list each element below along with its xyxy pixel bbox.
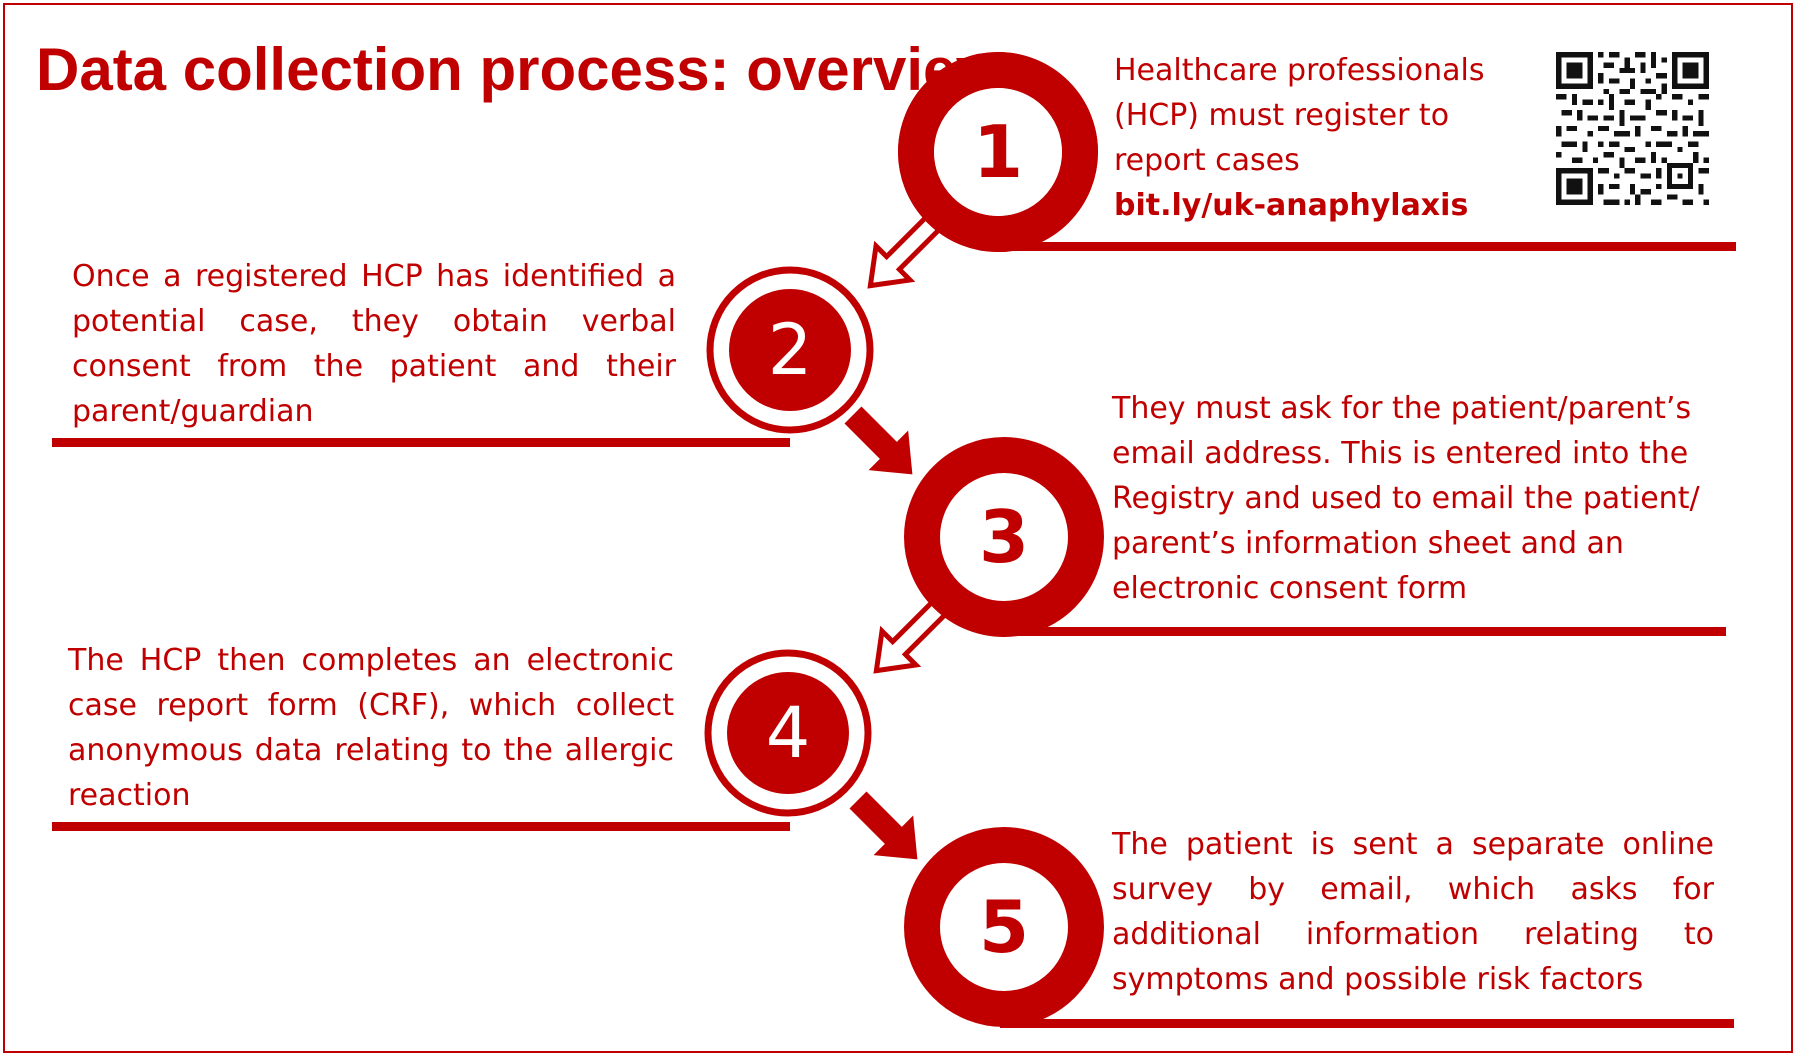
step-5-description: The patient is sent a separate online su… <box>1112 827 1714 997</box>
step-2-description: Once a registered HCP has identified a p… <box>72 259 676 429</box>
qr-code-icon <box>1556 52 1709 205</box>
step-2-circle <box>706 266 874 434</box>
page-title: Data collection process: overview <box>36 36 1004 103</box>
solid-arrow-4-to-5-icon <box>849 791 918 860</box>
solid-arrow-2-to-3-icon <box>844 406 913 475</box>
step-3-circle <box>904 437 1104 637</box>
step-2-rule <box>52 438 790 447</box>
step-3-description: They must ask for the patient/parent’s e… <box>1112 391 1700 606</box>
hollow-arrow-3-to-4-icon <box>873 597 950 674</box>
step-5-circle <box>904 827 1104 1027</box>
step-2-text: Once a registered HCP has identified a p… <box>72 254 676 434</box>
step-2-number: 2 <box>768 309 813 391</box>
step-1-number: 1 <box>973 110 1023 194</box>
step-5-rule <box>1000 1019 1734 1028</box>
step-1-rule <box>1000 242 1736 251</box>
registration-link[interactable]: bit.ly/uk-anaphylaxis <box>1114 188 1469 223</box>
step-5-number: 5 <box>979 885 1029 969</box>
step-4-text: The HCP then completes an electronic cas… <box>68 638 674 818</box>
step-1-text: Healthcare professionals (HCP) must regi… <box>1114 48 1514 228</box>
step-5-text: The patient is sent a separate online su… <box>1112 822 1714 1002</box>
step-4-description: The HCP then completes an electronic cas… <box>68 643 674 813</box>
step-3-number: 3 <box>979 495 1029 579</box>
step-1-description: Healthcare professionals (HCP) must regi… <box>1114 53 1485 178</box>
step-4-circle <box>704 649 872 817</box>
step-4-rule <box>52 822 790 831</box>
step-3-rule <box>1000 627 1726 636</box>
poster-frame <box>3 3 1793 1053</box>
step-4-number: 4 <box>766 692 811 774</box>
step-3-text: They must ask for the patient/parent’s e… <box>1112 386 1712 611</box>
